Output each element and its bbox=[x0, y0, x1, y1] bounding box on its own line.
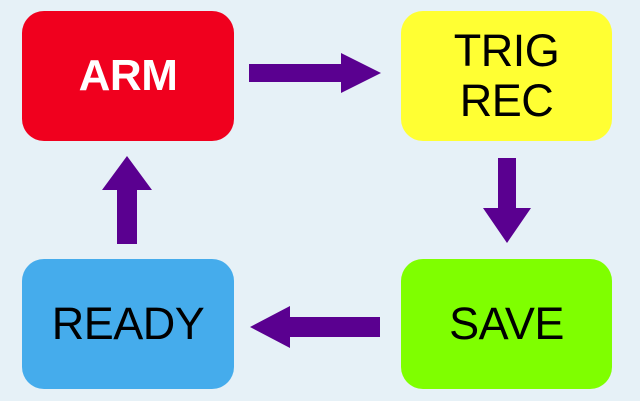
arrow-trig-rec-to-save bbox=[483, 158, 531, 243]
state-box-ready: READY bbox=[22, 259, 234, 389]
state-label-trig: TRIG bbox=[453, 25, 560, 76]
state-label-rec: REC bbox=[459, 75, 554, 126]
arrow-save-to-ready bbox=[250, 306, 380, 348]
state-label-save: SAVE bbox=[449, 298, 564, 349]
arrow-arm-to-trig-rec bbox=[249, 53, 381, 93]
state-box-save: SAVE bbox=[401, 259, 612, 389]
arrow-ready-to-arm bbox=[102, 156, 152, 244]
state-label-arm: ARM bbox=[78, 51, 178, 100]
state-label-ready: READY bbox=[51, 298, 205, 349]
state-box-arm: ARM bbox=[22, 11, 234, 141]
state-box-trig-rec: TRIG REC bbox=[401, 11, 612, 141]
